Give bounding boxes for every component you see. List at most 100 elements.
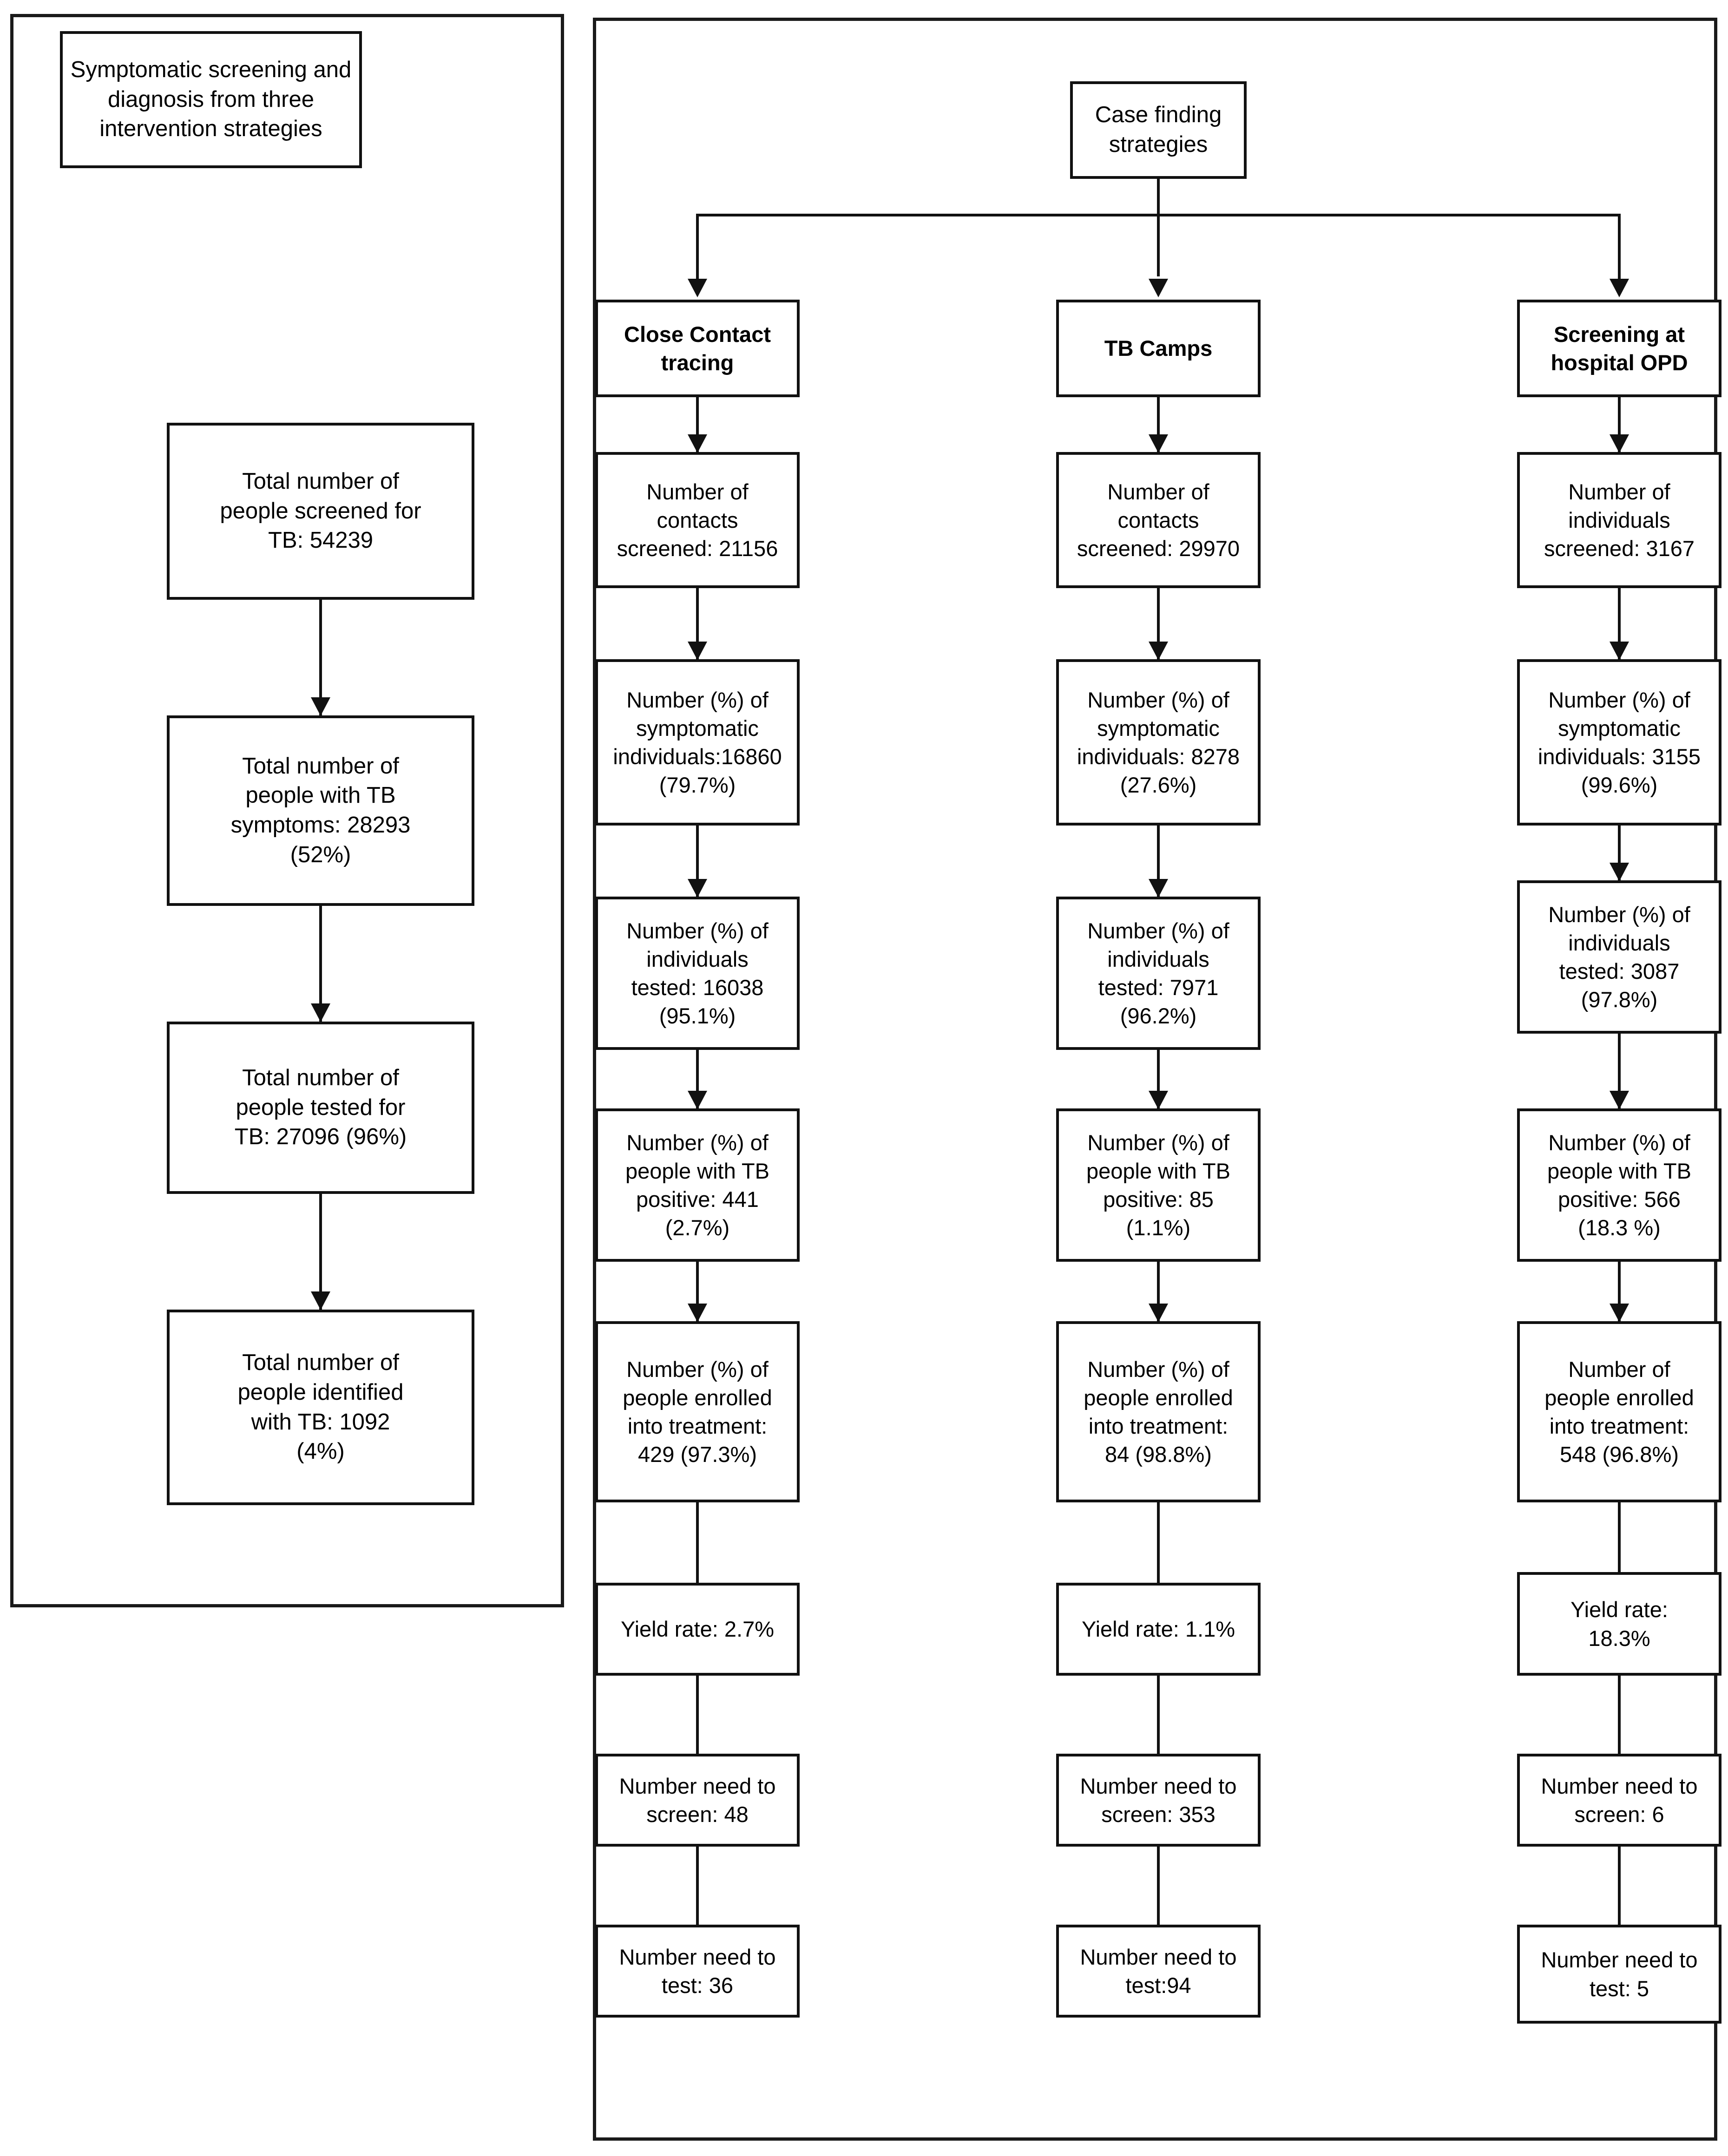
column-step-box-1-2: Number (%) of individuals tested: 7971 (… bbox=[1056, 897, 1261, 1050]
root-box-text: Case finding strategies bbox=[1095, 102, 1222, 157]
column-step-text-1-1: Number (%) of symptomatic individuals: 8… bbox=[1077, 687, 1240, 798]
col0-arrowhead-0 bbox=[688, 434, 707, 453]
column-step-box-1-4: Number (%) of people enrolled into treat… bbox=[1056, 1321, 1261, 1502]
left-connector-0 bbox=[319, 600, 322, 716]
column-step-box-2-7: Number need to test: 5 bbox=[1517, 1925, 1721, 2024]
column-step-box-0-4: Number (%) of people enrolled into treat… bbox=[595, 1321, 800, 1502]
col0-arrowhead-1 bbox=[688, 642, 707, 660]
column-step-text-0-7: Number need to test: 36 bbox=[619, 1944, 776, 1998]
column-step-box-2-6: Number need to screen: 6 bbox=[1517, 1754, 1721, 1847]
col0-connector-6 bbox=[696, 1676, 699, 1754]
column-step-text-1-2: Number (%) of individuals tested: 7971 (… bbox=[1087, 918, 1229, 1029]
col1-arrowhead-1 bbox=[1149, 642, 1168, 660]
column-step-box-0-6: Number need to screen: 48 bbox=[595, 1754, 800, 1847]
column-step-text-0-5: Yield rate: 2.7% bbox=[620, 1617, 775, 1642]
column-step-box-0-1: Number (%) of symptomatic individuals:16… bbox=[595, 659, 800, 826]
col2-connector-2 bbox=[1618, 826, 1621, 881]
col1-connector-0 bbox=[1157, 397, 1160, 453]
column-step-text-2-7: Number need to test: 5 bbox=[1541, 1947, 1698, 2001]
col2-connector-4 bbox=[1618, 1262, 1621, 1322]
left-step-box-0: Total number of people screened for TB: … bbox=[167, 423, 474, 600]
left-step-text-3: Total number of people identified with T… bbox=[237, 1350, 404, 1464]
column-step-box-0-0: Number of contacts screened: 21156 bbox=[595, 452, 800, 588]
right-panel: Case finding strategies Close Contact tr… bbox=[593, 18, 1721, 2141]
left-connector-2 bbox=[319, 1194, 322, 1310]
column-step-text-1-3: Number (%) of people with TB positive: 8… bbox=[1086, 1130, 1231, 1240]
col2-connector-1 bbox=[1618, 588, 1621, 660]
col0-arrowhead-3 bbox=[688, 1091, 707, 1109]
left-title-text: Symptomatic screening and diagnosis from… bbox=[70, 57, 352, 142]
column-step-box-2-0: Number of individuals screened: 3167 bbox=[1517, 452, 1721, 588]
left-connector-1 bbox=[319, 906, 322, 1022]
column-step-box-1-1: Number (%) of symptomatic individuals: 8… bbox=[1056, 659, 1261, 826]
branch-drop-0 bbox=[696, 214, 699, 288]
column-step-box-1-0: Number of contacts screened: 29970 bbox=[1056, 452, 1261, 588]
left-step-box-3: Total number of people identified with T… bbox=[167, 1310, 474, 1505]
column-step-text-1-7: Number need to test:94 bbox=[1080, 1944, 1237, 1998]
col2-arrowhead-1 bbox=[1610, 642, 1629, 660]
col2-connector-0 bbox=[1618, 397, 1621, 453]
col1-connector-5 bbox=[1157, 1502, 1160, 1583]
column-step-box-1-6: Number need to screen: 353 bbox=[1056, 1754, 1261, 1847]
branch-horizontal-connector bbox=[696, 214, 1621, 216]
column-step-box-0-5: Yield rate: 2.7% bbox=[595, 1583, 800, 1676]
column-step-box-1-3: Number (%) of people with TB positive: 8… bbox=[1056, 1108, 1261, 1262]
left-arrowhead-2 bbox=[311, 1291, 330, 1310]
col1-arrowhead-0 bbox=[1149, 434, 1168, 453]
column-header-2: Screening at hospital OPD bbox=[1517, 300, 1721, 397]
left-step-box-1: Total number of people with TB symptoms:… bbox=[167, 715, 474, 906]
column-step-box-2-2: Number (%) of individuals tested: 3087 (… bbox=[1517, 880, 1721, 1034]
col1-arrowhead-2 bbox=[1149, 879, 1168, 898]
left-step-text-2: Total number of people tested for TB: 27… bbox=[234, 1065, 407, 1150]
column-step-box-1-7: Number need to test:94 bbox=[1056, 1925, 1261, 2018]
col1-connector-4 bbox=[1157, 1262, 1160, 1322]
left-step-box-2: Total number of people tested for TB: 27… bbox=[167, 1022, 474, 1194]
branch-drop-2 bbox=[1618, 214, 1621, 288]
column-step-text-0-0: Number of contacts screened: 21156 bbox=[617, 479, 778, 561]
column-step-text-2-0: Number of individuals screened: 3167 bbox=[1544, 479, 1695, 561]
col2-arrowhead-2 bbox=[1610, 863, 1629, 881]
col2-arrowhead-3 bbox=[1610, 1091, 1629, 1109]
column-step-text-1-6: Number need to screen: 353 bbox=[1080, 1773, 1237, 1827]
col0-connector-0 bbox=[696, 397, 699, 453]
column-step-text-2-4: Number of people enrolled into treatment… bbox=[1544, 1357, 1694, 1467]
column-step-text-1-0: Number of contacts screened: 29970 bbox=[1077, 479, 1240, 561]
column-step-text-2-6: Number need to screen: 6 bbox=[1541, 1773, 1698, 1827]
col0-connector-3 bbox=[696, 1050, 699, 1109]
column-step-text-0-1: Number (%) of symptomatic individuals:16… bbox=[613, 687, 782, 798]
column-step-box-1-5: Yield rate: 1.1% bbox=[1056, 1583, 1261, 1676]
col1-arrowhead-3 bbox=[1149, 1091, 1168, 1109]
col0-connector-2 bbox=[696, 826, 699, 898]
column-step-box-0-7: Number need to test: 36 bbox=[595, 1925, 800, 2018]
column-step-text-1-5: Yield rate: 1.1% bbox=[1081, 1617, 1235, 1642]
col2-arrowhead-4 bbox=[1610, 1304, 1629, 1322]
column-step-text-0-3: Number (%) of people with TB positive: 4… bbox=[625, 1130, 770, 1240]
column-header-text-1: TB Camps bbox=[1104, 336, 1213, 361]
left-arrowhead-1 bbox=[311, 1003, 330, 1022]
column-step-box-0-3: Number (%) of people with TB positive: 4… bbox=[595, 1108, 800, 1262]
root-box: Case finding strategies bbox=[1070, 81, 1247, 179]
column-step-text-2-3: Number (%) of people with TB positive: 5… bbox=[1547, 1130, 1692, 1240]
column-header-text-2: Screening at hospital OPD bbox=[1551, 321, 1688, 375]
column-step-text-0-6: Number need to screen: 48 bbox=[619, 1773, 776, 1827]
col1-connector-2 bbox=[1157, 826, 1160, 898]
branch-arrowhead-1 bbox=[1149, 279, 1168, 297]
column-header-0: Close Contact tracing bbox=[595, 300, 800, 397]
left-step-text-1: Total number of people with TB symptoms:… bbox=[230, 753, 411, 867]
column-step-text-1-4: Number (%) of people enrolled into treat… bbox=[1084, 1357, 1233, 1467]
col0-connector-5 bbox=[696, 1502, 699, 1583]
branch-arrowhead-0 bbox=[688, 279, 707, 297]
column-step-box-2-4: Number of people enrolled into treatment… bbox=[1517, 1321, 1721, 1502]
col1-connector-6 bbox=[1157, 1676, 1160, 1754]
column-step-text-2-2: Number (%) of individuals tested: 3087 (… bbox=[1548, 902, 1690, 1012]
column-step-text-2-5: Yield rate: 18.3% bbox=[1570, 1597, 1668, 1651]
left-step-text-0: Total number of people screened for TB: … bbox=[220, 468, 421, 553]
column-step-box-2-1: Number (%) of symptomatic individuals: 3… bbox=[1517, 659, 1721, 826]
col0-connector-1 bbox=[696, 588, 699, 660]
col1-connector-1 bbox=[1157, 588, 1160, 660]
column-step-box-0-2: Number (%) of individuals tested: 16038 … bbox=[595, 897, 800, 1050]
column-step-text-0-2: Number (%) of individuals tested: 16038 … bbox=[626, 918, 769, 1029]
col0-connector-4 bbox=[696, 1262, 699, 1322]
column-step-box-2-5: Yield rate: 18.3% bbox=[1517, 1572, 1721, 1676]
